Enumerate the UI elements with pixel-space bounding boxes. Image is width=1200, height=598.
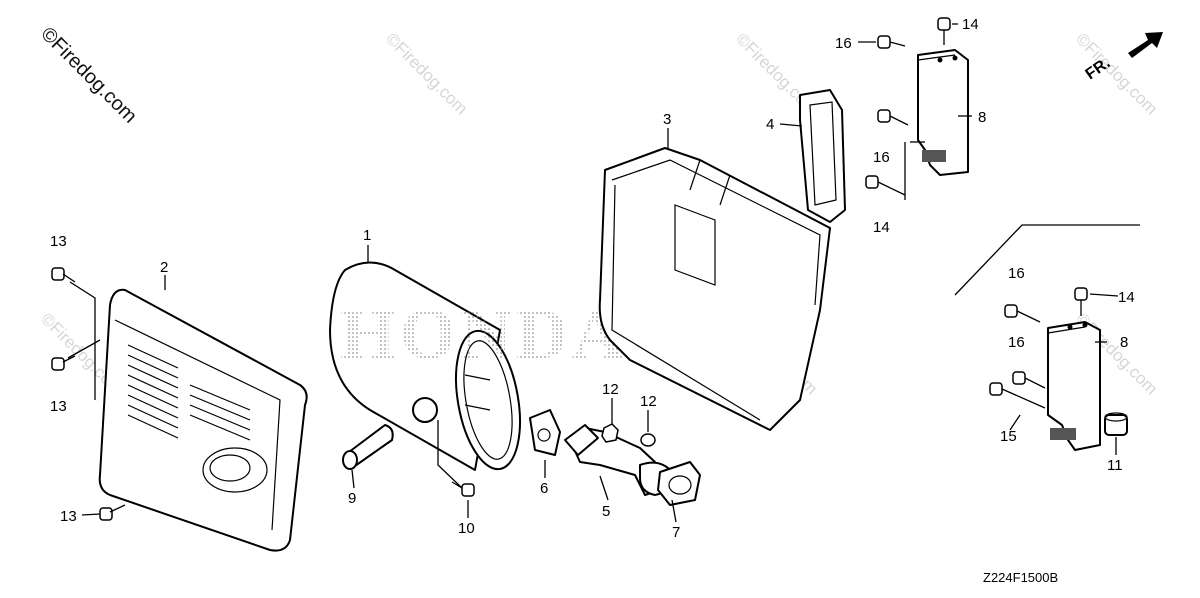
callout-10: 10 <box>458 520 475 537</box>
callout-8: 8 <box>1120 334 1128 351</box>
callout-14: 14 <box>1118 289 1135 306</box>
callout-2: 2 <box>160 259 168 276</box>
callout-11: 11 <box>1107 457 1123 474</box>
callout-1: 1 <box>363 227 371 244</box>
diagram-code: Z224F1500B <box>983 570 1058 585</box>
muffler-stay-variant <box>1047 321 1101 451</box>
muffler-body <box>329 261 521 471</box>
honda-logo: HONDA <box>340 294 628 374</box>
muffler-protector <box>98 288 308 552</box>
bolt-16-variant-a <box>1004 304 1041 323</box>
watermark-main: ©Firedog.com <box>36 23 141 128</box>
nut-12-b <box>640 433 656 447</box>
bolt-16-variant-b <box>1012 371 1046 389</box>
callout-3: 3 <box>663 111 671 128</box>
watermark-text: ©Firedog.com <box>382 29 471 118</box>
bolt-16-mid <box>877 109 909 126</box>
callout-13: 13 <box>50 233 67 250</box>
variant-panel-border <box>954 224 1140 296</box>
callout-15: 15 <box>1000 428 1017 445</box>
protector-pipe <box>342 424 394 470</box>
callout-16: 16 <box>835 35 852 52</box>
callout-12: 12 <box>602 381 619 398</box>
gasket-6 <box>529 409 561 456</box>
bolt-14-lower <box>865 175 906 196</box>
callout-8: 8 <box>978 109 986 126</box>
bolt-13-mid <box>51 355 76 371</box>
bolt-14-top <box>937 17 951 45</box>
bolt-14-variant <box>1074 287 1088 316</box>
arrow-icon <box>1128 32 1163 58</box>
exhaust-pipe <box>564 424 673 496</box>
callout-7: 7 <box>672 524 680 541</box>
callout-5: 5 <box>602 503 610 520</box>
callout-numbers: 1 2 3 4 5 6 7 8 8 9 10 11 12 12 13 13 13… <box>50 16 1135 541</box>
muffler-cover <box>598 147 831 431</box>
bolt-13-top <box>51 267 76 283</box>
callout-13: 13 <box>50 398 67 415</box>
gasket-7 <box>657 461 701 506</box>
callout-16: 16 <box>1008 334 1025 351</box>
bolt-13-bottom <box>99 504 126 521</box>
callout-9: 9 <box>348 490 356 507</box>
callout-16: 16 <box>1008 265 1025 282</box>
protector-vent-slots <box>127 344 251 441</box>
fasteners <box>51 17 1088 521</box>
collar-11 <box>1104 412 1128 436</box>
callout-12: 12 <box>640 393 657 410</box>
callout-13: 13 <box>60 508 77 525</box>
callout-6: 6 <box>540 480 548 497</box>
bolt-15-variant <box>989 382 1046 409</box>
callout-4: 4 <box>766 116 774 133</box>
callout-14: 14 <box>962 16 979 33</box>
gasket-4 <box>799 89 846 223</box>
bolt-10 <box>451 481 475 497</box>
nut-12-a <box>601 423 619 443</box>
callout-14: 14 <box>873 219 890 236</box>
leader-lines <box>67 23 1119 523</box>
bolt-16-top <box>877 35 906 49</box>
callout-16: 16 <box>873 149 890 166</box>
muffler-stay-top <box>917 49 969 176</box>
